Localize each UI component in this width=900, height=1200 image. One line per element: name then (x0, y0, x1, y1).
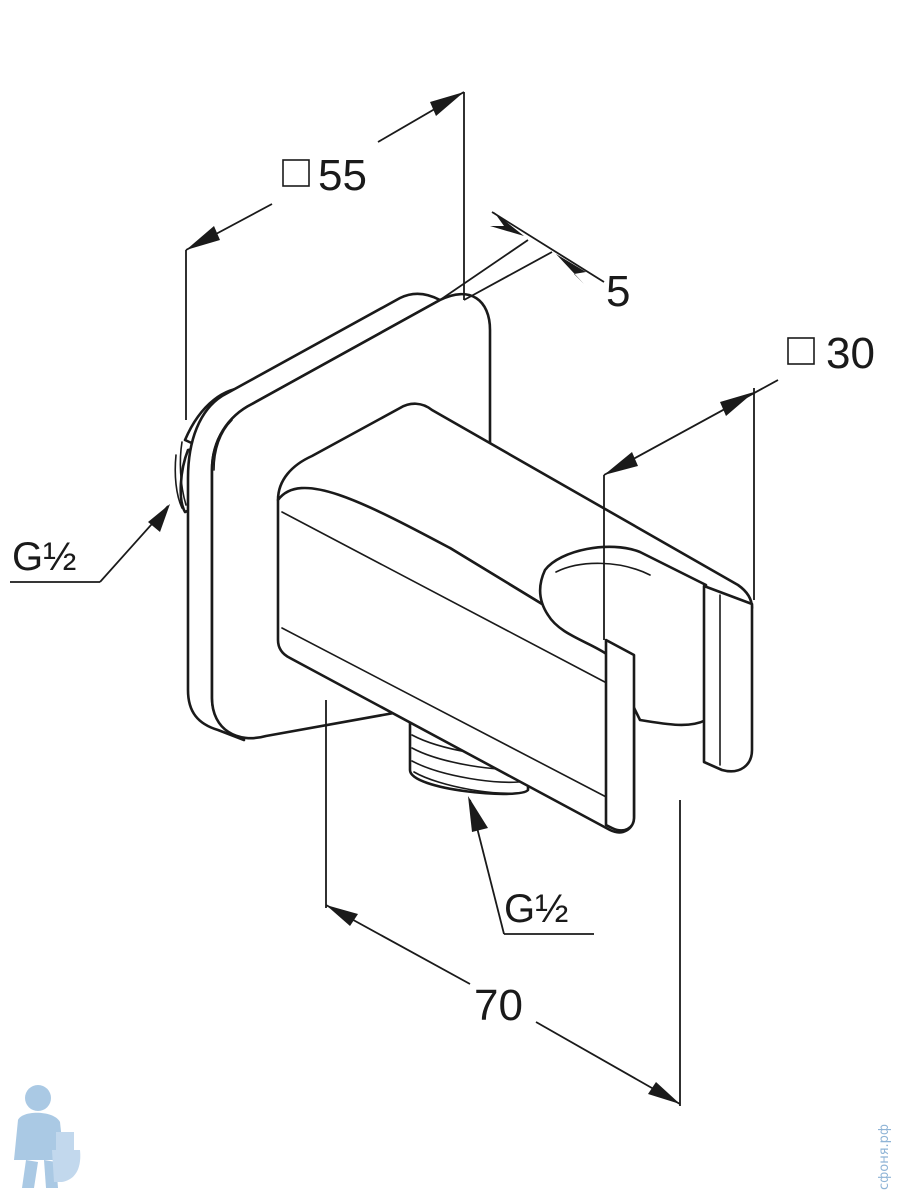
dimension-plate-thickness: 5 (439, 211, 630, 316)
dimension-label-70: 70 (474, 981, 523, 1030)
watermark-site-text: сфоня.рф (877, 1124, 892, 1190)
dimension-label-30: 30 (826, 329, 875, 378)
dimension-label-5: 5 (606, 267, 630, 316)
dimension-projection: 70 (325, 700, 681, 1106)
dimension-label-55: 55 (318, 151, 367, 200)
dimension-plate-size: 55 (185, 91, 465, 420)
plumber-logo-icon (14, 1085, 81, 1188)
thread-label-outlet: G½ (504, 887, 568, 931)
thread-label-inlet: G½ (12, 535, 76, 579)
square-symbol-icon (787, 337, 815, 365)
dimension-holder-size: 30 (603, 329, 875, 640)
holder-body (276, 402, 754, 834)
square-symbol-icon (282, 159, 310, 187)
callout-outlet-thread: G½ (468, 796, 594, 935)
callout-inlet-thread: G½ (10, 504, 170, 583)
